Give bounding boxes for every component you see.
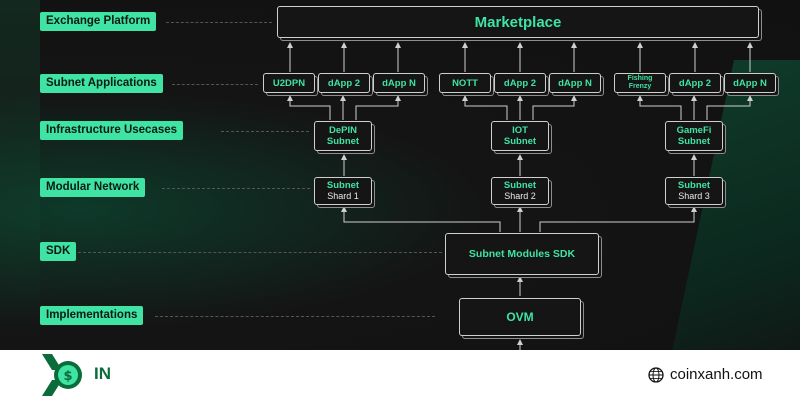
app-label-line1: Fishing — [627, 75, 653, 82]
shard-label-line1: Subnet — [326, 180, 360, 191]
app-label: dApp 2 — [327, 77, 361, 89]
infra-label-line2: Subnet — [326, 136, 360, 147]
infra-gamefi-subnet: GameFi Subnet — [665, 121, 723, 151]
layer-label-sdk: SDK — [40, 242, 77, 261]
ovm-box: OVM — [459, 298, 581, 336]
layer-label-impl: Implementations — [40, 306, 144, 325]
guide-infra — [221, 131, 309, 132]
app-label: NOTT — [452, 77, 478, 89]
architecture-diagram: Exchange Platform Subnet Applications In… — [0, 0, 800, 350]
guide-subnet-apps — [172, 84, 258, 85]
subnet-shard-1: Subnet Shard 1 — [314, 177, 372, 205]
infra-label-line1: DePIN — [329, 125, 357, 136]
sdk-label: Subnet Modules SDK — [468, 248, 576, 260]
app-dapp-n-g1: dApp N — [373, 73, 425, 93]
website-link[interactable]: coinxanh.com — [670, 366, 763, 383]
app-label-line2: Frenzy — [628, 83, 652, 90]
app-dapp-2-g2: dApp 2 — [494, 73, 546, 93]
app-u2dpn: U2DPN — [263, 73, 315, 93]
footer-bar: $ IN coinxanh.com — [0, 350, 800, 400]
app-label: dApp N — [558, 77, 592, 89]
guide-impl — [155, 316, 435, 317]
guide-exchange — [166, 22, 272, 23]
infra-iot-subnet: IOT Subnet — [491, 121, 549, 151]
layer-label-infra: Infrastructure Usecases — [40, 121, 184, 140]
coin-logo-icon: $ — [42, 354, 82, 396]
shard-label-line2: Shard 2 — [504, 191, 536, 201]
app-label: dApp N — [733, 77, 767, 89]
infra-label-line2: Subnet — [677, 136, 711, 147]
infra-depin-subnet: DePIN Subnet — [314, 121, 372, 151]
app-label: dApp N — [382, 77, 416, 89]
ovm-label: OVM — [506, 310, 534, 324]
connector-lines — [287, 42, 753, 350]
marketplace-label: Marketplace — [474, 13, 562, 31]
guide-modular — [162, 188, 310, 189]
logo-text: IN — [94, 364, 111, 383]
app-fishing-frenzy: Fishing Frenzy — [614, 73, 666, 93]
shard-label-line2: Shard 1 — [327, 191, 359, 201]
infra-label-line2: Subnet — [503, 136, 537, 147]
svg-text:$: $ — [63, 369, 72, 384]
app-nott: NOTT — [439, 73, 491, 93]
app-dapp-2-g3: dApp 2 — [669, 73, 721, 93]
layer-label-subnet-apps: Subnet Applications — [40, 74, 163, 93]
shard-label-line2: Shard 3 — [678, 191, 710, 201]
app-dapp-n-g2: dApp N — [549, 73, 601, 93]
globe-icon — [648, 367, 664, 383]
infra-label-line1: GameFi — [676, 125, 712, 136]
infra-label-line1: IOT — [512, 125, 528, 136]
shard-label-line1: Subnet — [503, 180, 537, 191]
shard-label-line1: Subnet — [677, 180, 711, 191]
marketplace-box: Marketplace — [277, 6, 759, 38]
app-label: U2DPN — [272, 77, 306, 89]
app-label: dApp 2 — [503, 77, 537, 89]
app-dapp-2-g1: dApp 2 — [318, 73, 370, 93]
subnet-shard-3: Subnet Shard 3 — [665, 177, 723, 205]
layer-label-modular: Modular Network — [40, 178, 146, 197]
decor-glow-left — [0, 0, 40, 350]
guide-sdk — [78, 252, 442, 253]
subnet-shard-2: Subnet Shard 2 — [491, 177, 549, 205]
app-label: dApp 2 — [678, 77, 712, 89]
subnet-modules-sdk-box: Subnet Modules SDK — [445, 233, 599, 275]
app-dapp-n-g3: dApp N — [724, 73, 776, 93]
layer-label-exchange: Exchange Platform — [40, 12, 157, 31]
